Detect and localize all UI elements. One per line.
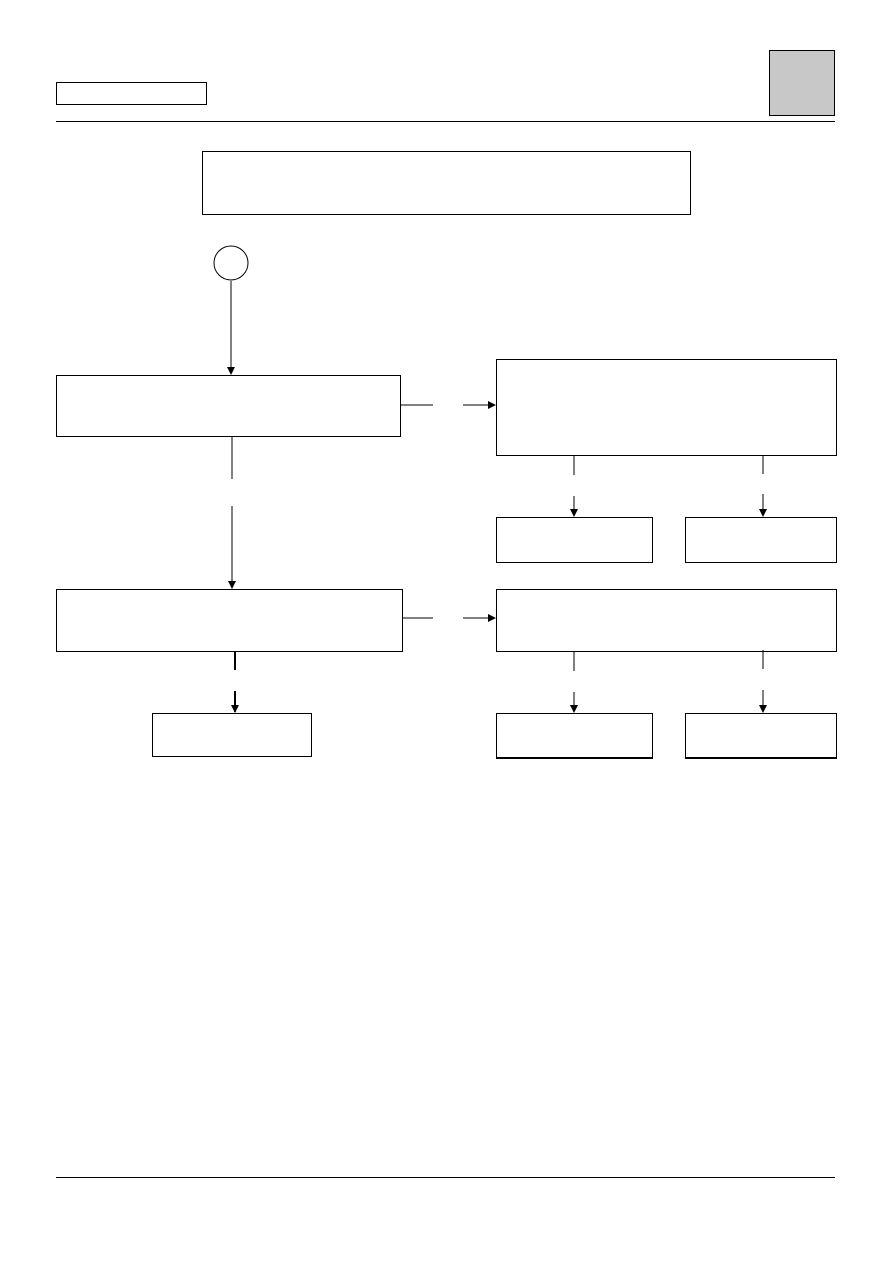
- step2-no-outcome-box: [152, 713, 312, 757]
- step1-box: [56, 375, 401, 437]
- section-tab: [769, 50, 835, 116]
- step2-yes-result-box: [496, 589, 837, 652]
- start-connector-circle: [213, 245, 249, 281]
- title-box: [202, 151, 691, 215]
- step1-yes-outcome-b-box: [685, 517, 837, 563]
- footer-rule: [56, 1177, 835, 1178]
- step1-yes-outcome-a-box: [496, 517, 653, 563]
- header-rule: [56, 121, 835, 122]
- header-label-box: [56, 82, 207, 105]
- step2-box: [56, 589, 403, 652]
- step2-yes-outcome-a-box: [496, 713, 653, 759]
- step1-yes-result-box: [496, 359, 837, 456]
- step2-yes-outcome-b-box: [685, 713, 837, 759]
